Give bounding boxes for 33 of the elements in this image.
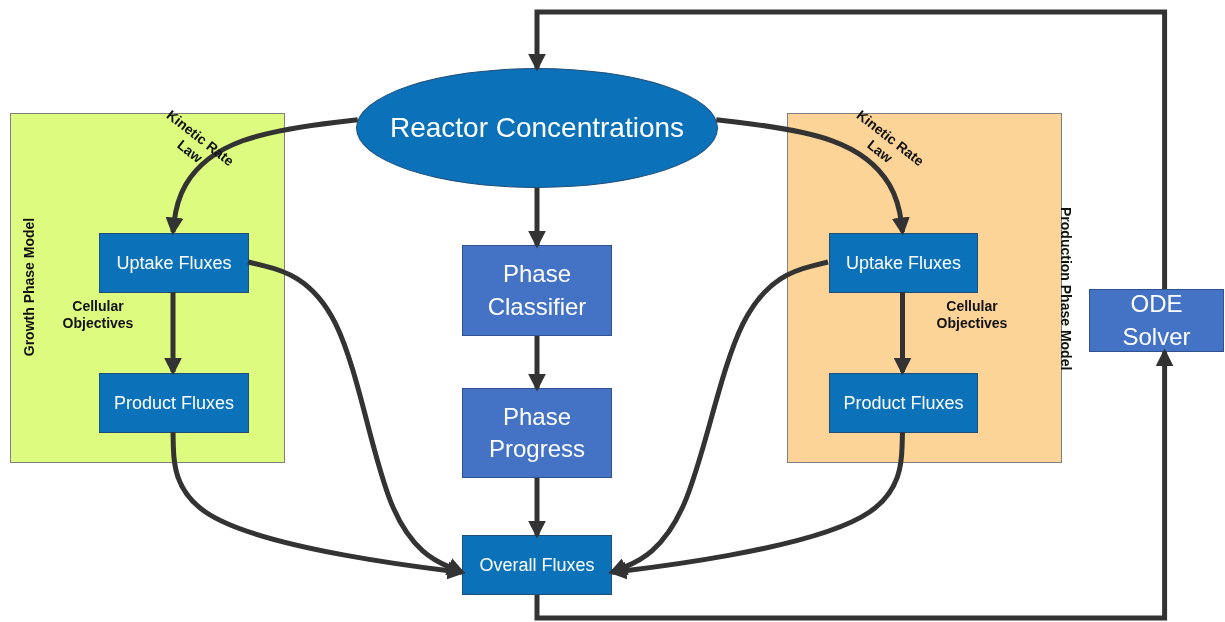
arrow <box>164 292 182 376</box>
arrow <box>165 117 359 236</box>
box-label: Phase Progress <box>487 401 586 464</box>
arrow <box>608 259 829 575</box>
edge-label: Cellular Objectives <box>61 298 135 332</box>
box-label: Product Fluxes <box>843 391 964 415</box>
arrow <box>528 478 546 539</box>
box-label: Overall Fluxes <box>479 553 595 577</box>
box-label: ODE Solver <box>1121 289 1192 352</box>
arrow <box>247 259 466 575</box>
box-label: Reactor Concentrations <box>389 111 685 146</box>
box-label: Uptake Fluxes <box>845 251 962 275</box>
panel-title: Growth Phase Model <box>21 216 37 359</box>
flux-box <box>829 233 978 293</box>
process-box <box>462 388 612 478</box>
arrow <box>528 336 546 392</box>
arrow <box>534 348 1174 621</box>
arrow <box>528 9 1168 289</box>
arrow <box>170 431 466 580</box>
process-box <box>1089 289 1224 352</box>
arrow <box>528 188 546 249</box>
flux-box <box>462 535 612 595</box>
box-label: Uptake Fluxes <box>116 251 232 275</box>
edge-label: Cellular Objectives <box>935 298 1009 332</box>
flux-box <box>829 373 978 433</box>
arrow <box>715 117 910 236</box>
box-label: Phase Classifier <box>486 259 588 322</box>
process-box <box>462 245 612 336</box>
flux-box <box>99 233 249 293</box>
box-label: Product Fluxes <box>113 391 235 415</box>
flux-box <box>99 373 249 433</box>
arrow <box>893 292 912 376</box>
arrow <box>608 431 905 580</box>
